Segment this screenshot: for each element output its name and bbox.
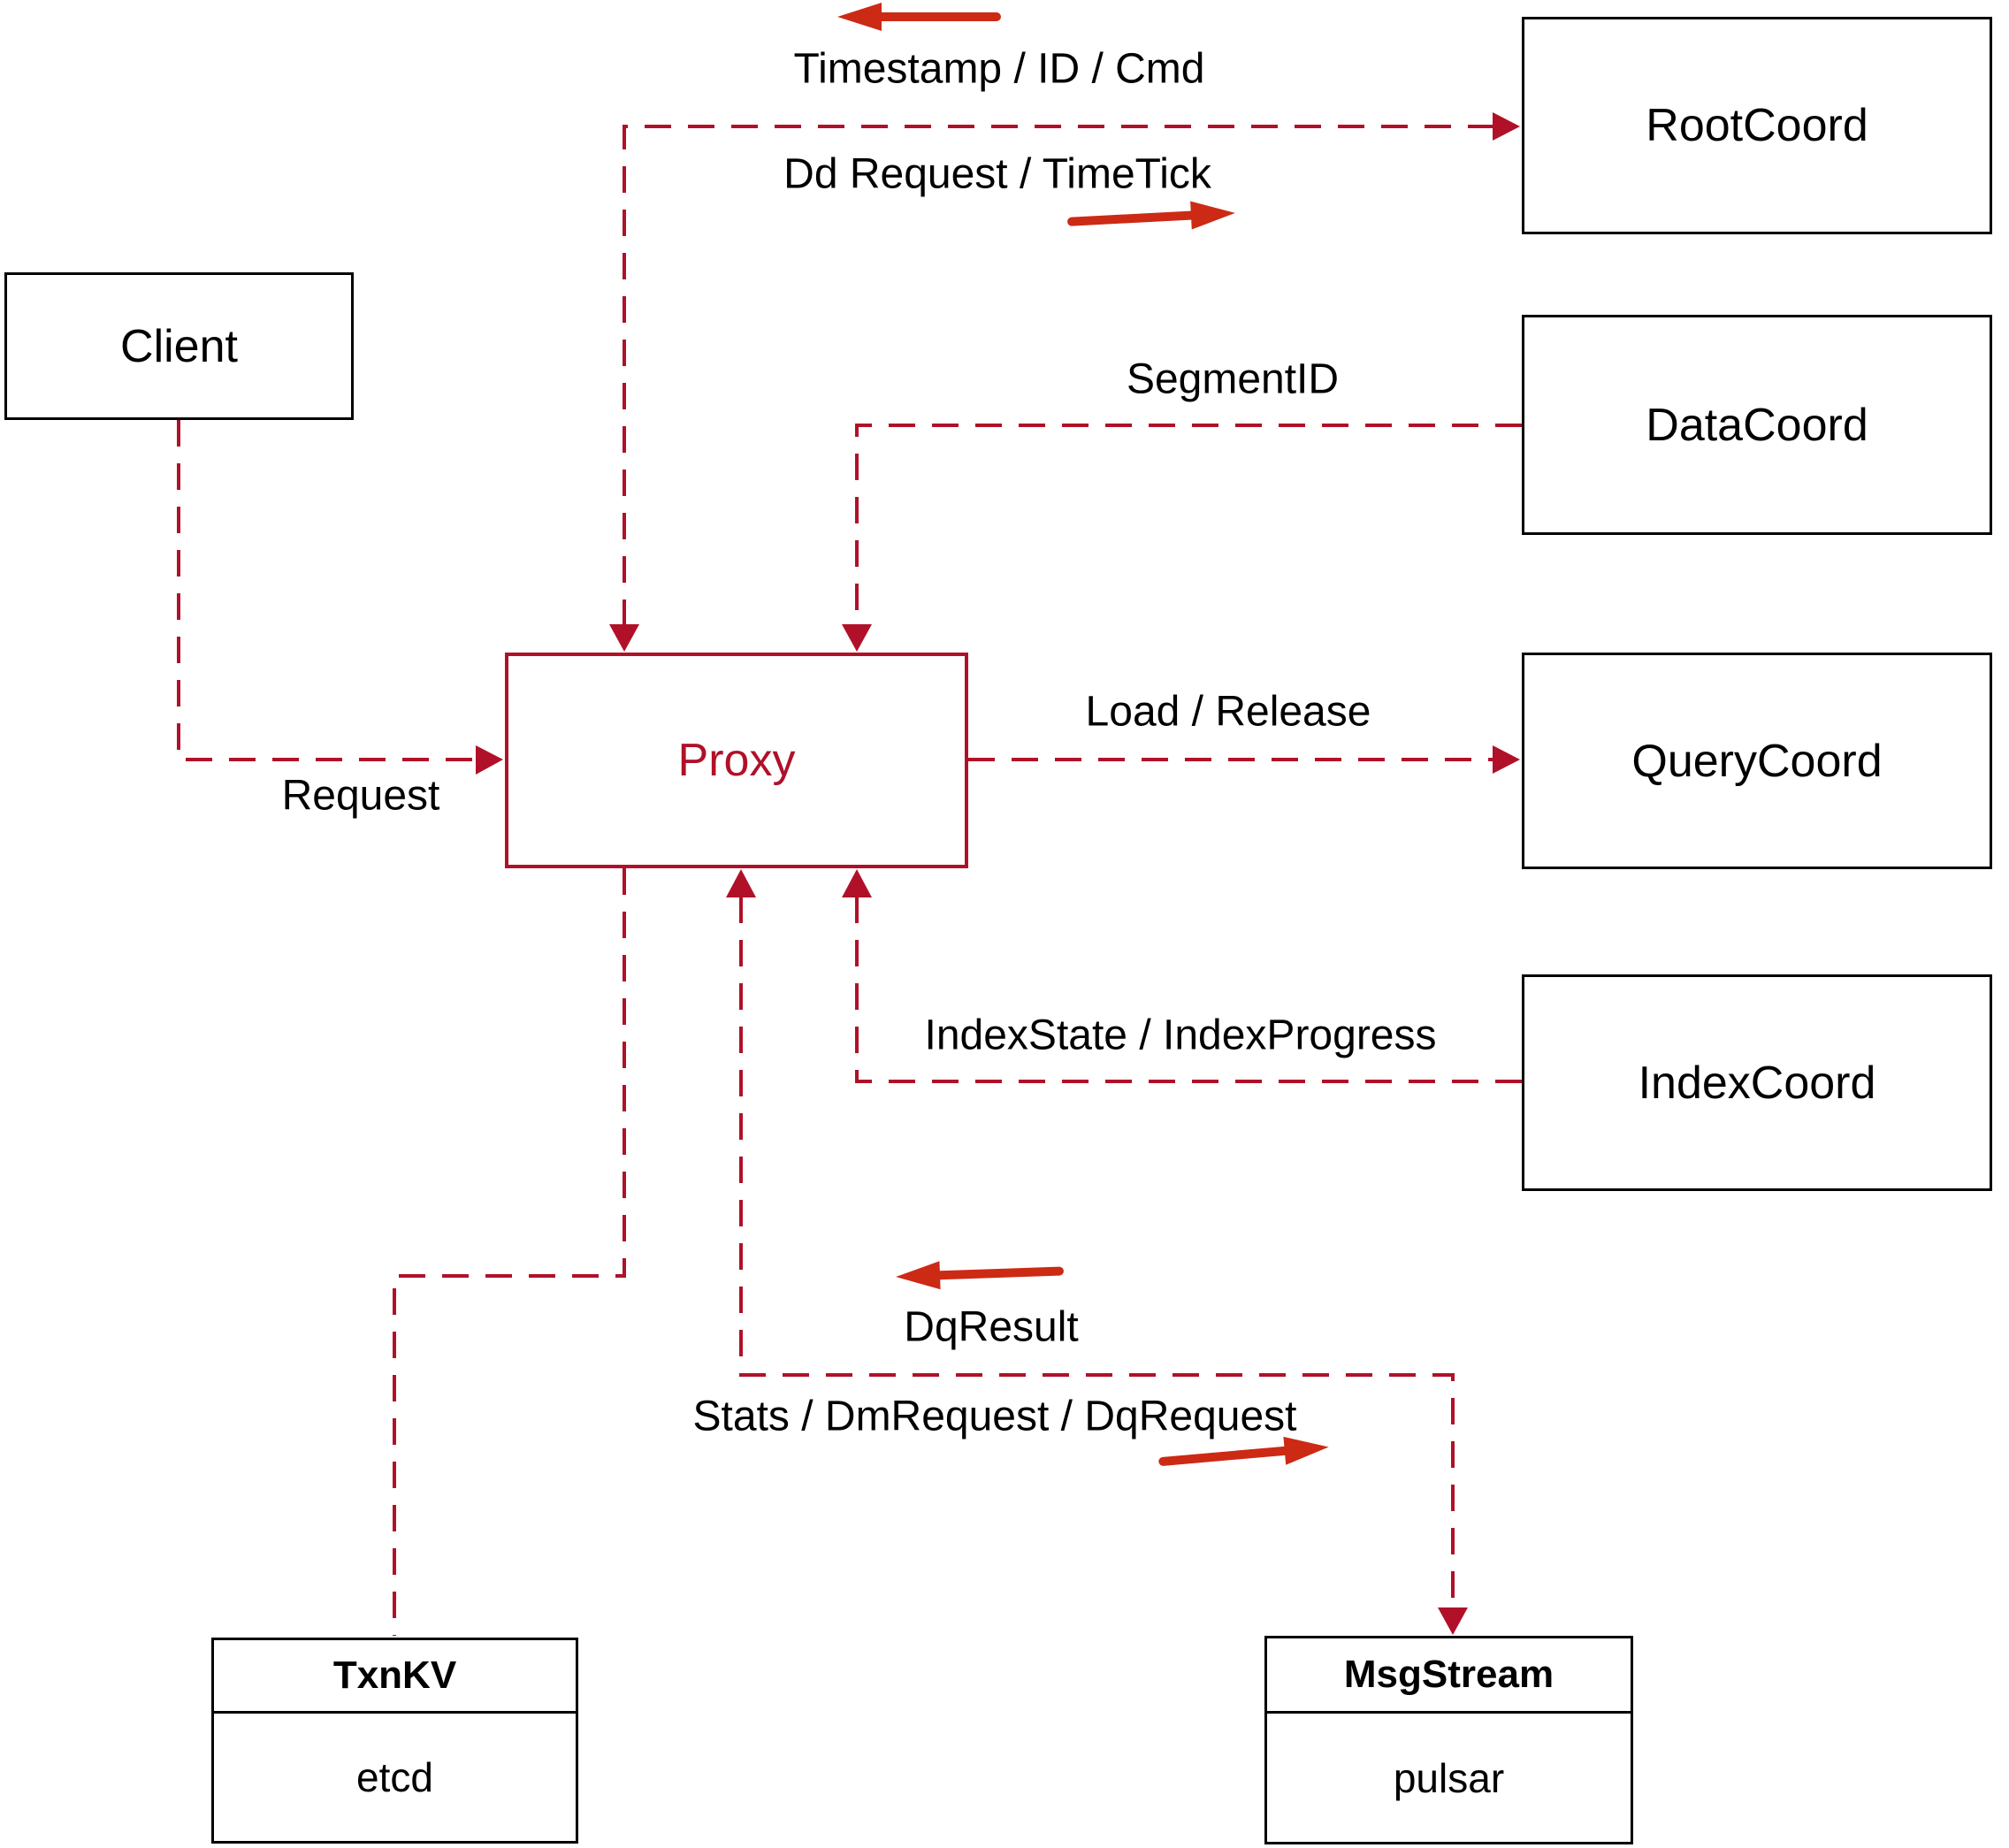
node-rootcoord: RootCoord — [1522, 17, 1992, 234]
edge-proxy-to-txnkv — [393, 868, 626, 1636]
node-msgstream: MsgStream pulsar — [1264, 1636, 1633, 1844]
label-dq-result: DqResult — [904, 1303, 1079, 1351]
arrowhead-into-proxy-left — [476, 745, 503, 775]
label-timestamp-id-cmd: Timestamp / ID / Cmd — [793, 45, 1205, 93]
arrowhead-into-proxy-top-right — [842, 624, 872, 652]
arrowhead-into-proxy-bottom-right — [842, 869, 872, 897]
node-proxy: Proxy — [505, 653, 968, 868]
node-txnkv-impl: etcd — [356, 1754, 433, 1800]
node-querycoord: QueryCoord — [1522, 653, 1992, 869]
arrowhead-into-proxy-top-left — [609, 624, 639, 652]
label-segment-id: SegmentID — [1126, 355, 1340, 403]
edge-proxy-rootcoord — [623, 125, 1493, 626]
label-stats-dm-dq-request: Stats / DmRequest / DqRequest — [692, 1393, 1297, 1440]
arrowhead-into-rootcoord — [1493, 112, 1520, 141]
node-indexcoord: IndexCoord — [1522, 974, 1992, 1191]
timestamp-direction-left-arrow-icon — [837, 3, 1001, 31]
label-dd-request-timetick: Dd Request / TimeTick — [783, 150, 1211, 198]
node-client-label: Client — [120, 320, 238, 372]
node-rootcoord-label: RootCoord — [1646, 100, 1868, 151]
node-msgstream-title: MsgStream — [1267, 1638, 1631, 1714]
arrowhead-into-proxy-bottom-left — [726, 869, 756, 897]
node-txnkv-title: TxnKV — [214, 1640, 576, 1714]
label-index-state-index-progress: IndexState / IndexProgress — [924, 1012, 1437, 1059]
node-datacoord-label: DataCoord — [1646, 399, 1868, 451]
arrowhead-into-querycoord — [1493, 745, 1520, 774]
node-msgstream-impl: pulsar — [1393, 1754, 1505, 1801]
label-request: Request — [281, 772, 440, 820]
node-datacoord: DataCoord — [1522, 315, 1992, 535]
node-proxy-label: Proxy — [677, 735, 796, 786]
arrowhead-into-msgstream — [1438, 1607, 1468, 1635]
node-querycoord-label: QueryCoord — [1631, 735, 1883, 787]
dd-request-direction-right-arrow-icon — [1067, 201, 1235, 230]
dq-result-direction-left-arrow-icon — [896, 1261, 1064, 1290]
edge-datacoord-to-proxy — [855, 424, 1522, 626]
node-indexcoord-label: IndexCoord — [1638, 1057, 1876, 1109]
node-txnkv: TxnKV etcd — [211, 1638, 578, 1844]
edge-client-to-proxy — [177, 420, 477, 761]
label-load-release: Load / Release — [1085, 688, 1371, 736]
node-client: Client — [4, 272, 354, 420]
edge-proxy-msgstream — [739, 897, 1455, 1609]
